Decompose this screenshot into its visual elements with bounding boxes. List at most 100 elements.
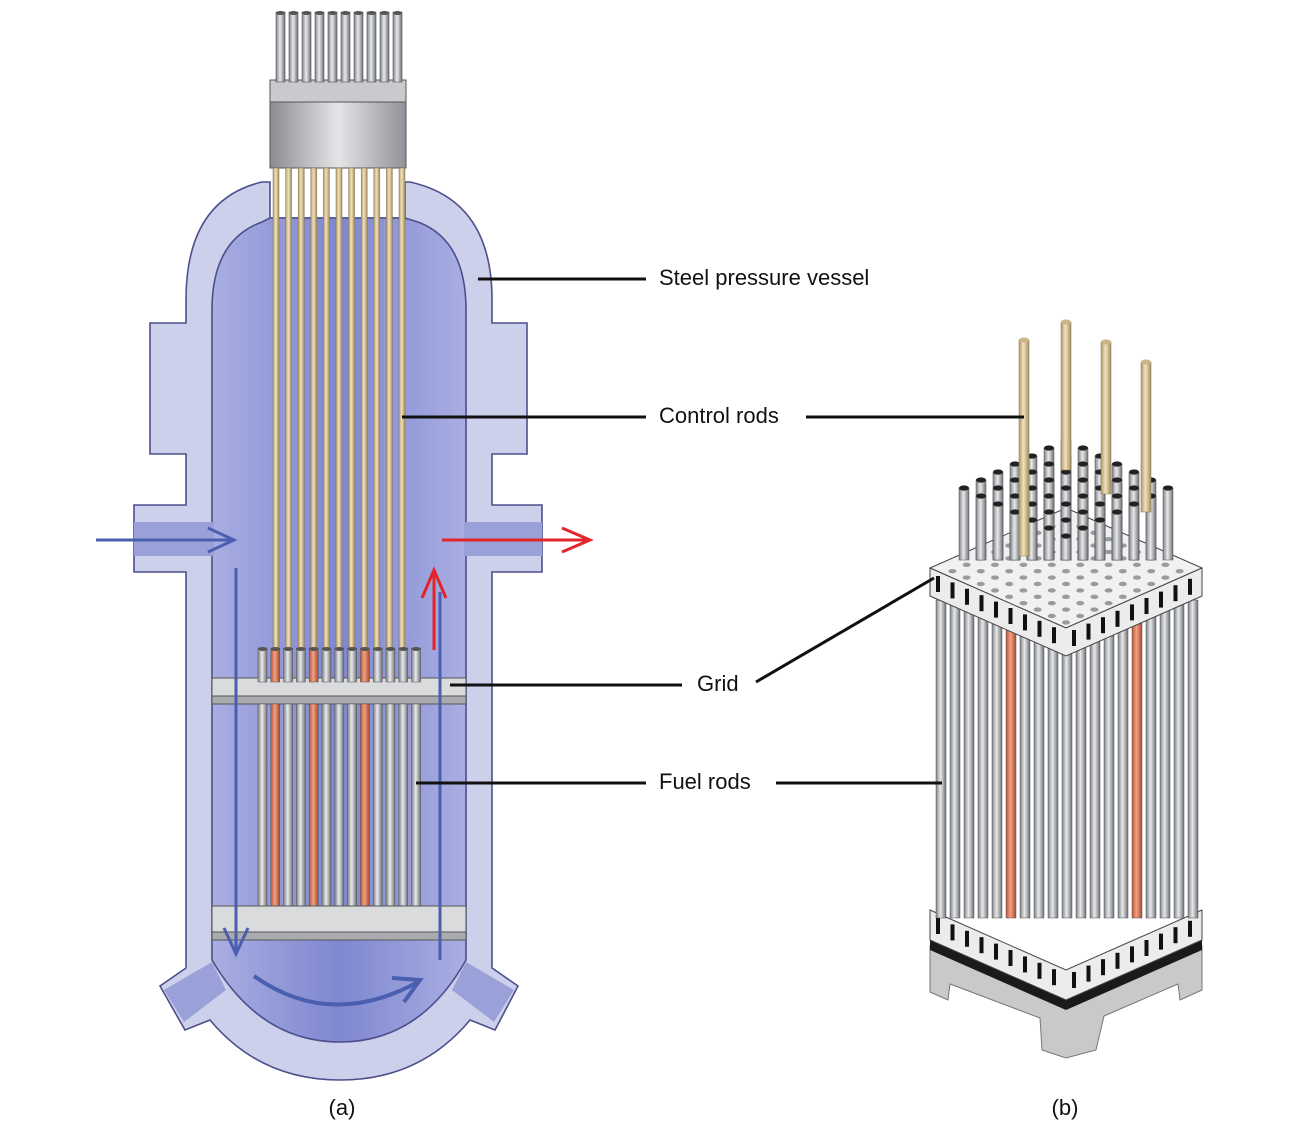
leader-grid-b (755, 576, 935, 684)
assembly-rod (1173, 599, 1185, 919)
lower-grid-slot (1173, 927, 1178, 944)
control-rods (272, 167, 406, 649)
lower-grid-slot (1144, 940, 1149, 956)
assembly-rod-cap (1112, 461, 1122, 467)
fuel-rod (398, 703, 409, 909)
assembly-rod-cap (1061, 517, 1071, 523)
grid-hole (1104, 588, 1113, 593)
lower-grid-slot (1052, 969, 1056, 986)
assembly-rod-cap (1078, 525, 1088, 531)
assembly-rods (935, 599, 1199, 919)
grid-hole (1090, 607, 1099, 612)
assembly-rod-cap (1078, 509, 1088, 515)
lower-grid-slot (994, 943, 998, 960)
fuel-rod-upper (347, 647, 357, 683)
assembly-rod (1103, 599, 1115, 919)
control-rod (335, 167, 343, 649)
assembly-control-rod (1018, 339, 1030, 557)
assembly-rod-cap (1044, 461, 1054, 467)
grid-hole (1147, 581, 1156, 587)
fuel-rod-upper (372, 647, 383, 683)
drive-head-tube (301, 11, 312, 83)
fuel-rod-top (309, 647, 319, 651)
grid-hole (1062, 594, 1070, 599)
fuel-rod-upper (411, 647, 421, 683)
cold-inlet-arrow (96, 526, 238, 554)
assembly-rod-cap (1095, 517, 1105, 523)
assembly-rod-tops (958, 437, 1174, 561)
assembly-rod-cap (976, 493, 986, 499)
downcomer-arrow (222, 568, 250, 958)
grid-hole (1133, 575, 1141, 580)
drive-head-tubes (275, 11, 403, 83)
assembly-rod-top (1077, 527, 1089, 561)
reactor-vessel (96, 11, 594, 1081)
drive-head-tube-top (289, 11, 298, 15)
upper-grid-slot (1023, 614, 1027, 631)
drive-head-tube-top (341, 11, 350, 15)
upper-grid-slot (936, 576, 940, 592)
upper-grid-slot (1115, 610, 1120, 627)
fuel-rod-upper (296, 647, 306, 683)
drive-head-tube-top (367, 11, 376, 15)
grid-hole (1104, 562, 1113, 567)
fuel-rod (347, 703, 357, 909)
lower-grid-slot (1130, 946, 1134, 963)
assembly-control-rod (1060, 321, 1072, 471)
grid-hole (1090, 581, 1099, 587)
grid-hole (1047, 601, 1056, 606)
lower-grid-slot (1159, 933, 1163, 950)
lower-grid-slot (1037, 962, 1042, 979)
drive-head-tube-top (380, 11, 389, 15)
grid-hole (1076, 613, 1085, 619)
upper-grid-slot (1130, 604, 1134, 621)
upper-grid-slot (1188, 578, 1192, 595)
grid-hole (1033, 594, 1042, 599)
upper-grid-slot (994, 601, 998, 618)
assembly-rod (1089, 599, 1101, 919)
upper-grid-slot (1101, 617, 1105, 634)
assembly-rod-top (992, 503, 1004, 561)
assembly-rod (1033, 599, 1045, 919)
grid-hole (1005, 594, 1014, 599)
assembly-rod-cap (1112, 477, 1122, 483)
grid-hole (1076, 588, 1085, 593)
assembly-control-rod-cap (1061, 319, 1071, 325)
assembly-rod (1019, 599, 1031, 919)
assembly-rod (1145, 599, 1157, 919)
fuel-rod-top (347, 647, 357, 651)
drive-head-tube-top (354, 11, 363, 15)
assembly-rod-cap (1044, 509, 1054, 515)
fuel-rod-top (283, 647, 293, 651)
grid-hole (1047, 613, 1056, 619)
assembly-rod-top (1009, 511, 1021, 561)
assembly-rod-cap (1010, 493, 1020, 499)
assembly-rod-cap (976, 477, 986, 483)
lower-grid-slot (1115, 952, 1120, 969)
assembly-rod-cap (1129, 501, 1139, 507)
control-rod (348, 167, 355, 649)
drive-head-tube-top (393, 11, 402, 15)
fuel-rod-top (386, 647, 395, 651)
grid-hole (1033, 607, 1042, 612)
fuel-rod-upper (321, 647, 332, 683)
assembly-rod-cap (1027, 517, 1037, 523)
assembly-rod-cap (1010, 477, 1020, 483)
fuel-rod-top (411, 647, 421, 651)
grid-hole (962, 575, 971, 580)
panel-label-b: (b) (1052, 1095, 1079, 1120)
assembly-rod-cap (1027, 469, 1037, 475)
grid-hole (1019, 588, 1028, 593)
drive-head-tube-top (328, 11, 337, 15)
drive-head-tube (327, 11, 338, 83)
lower-grid-slot (1086, 965, 1091, 982)
fuel-rod (411, 703, 421, 909)
assembly-control-rods (1018, 319, 1152, 557)
upper-grid-slot (965, 588, 969, 605)
assembly-rod-cap (1112, 493, 1122, 499)
assembly-control-rod (1100, 341, 1112, 495)
lower-grid-slot (1072, 972, 1076, 988)
grid-hole (1076, 562, 1085, 567)
lower-grid-slot (1188, 920, 1192, 937)
fuel-rod (270, 703, 281, 909)
